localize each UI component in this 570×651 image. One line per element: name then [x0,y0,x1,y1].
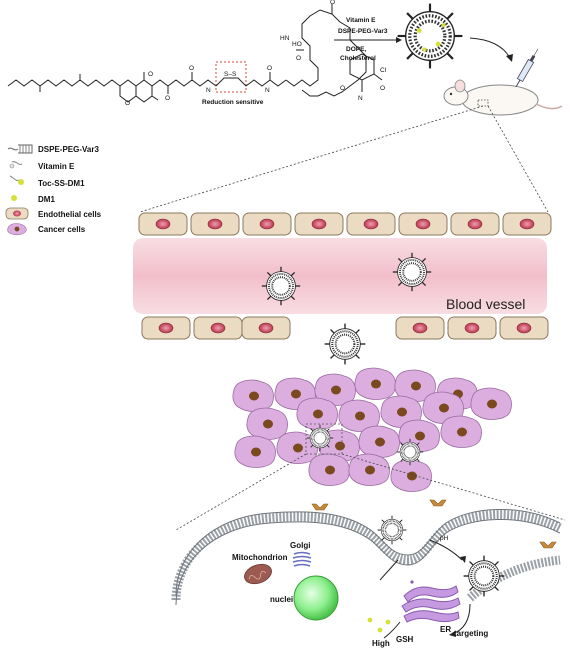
zoom-line-left [139,105,484,213]
reduction-sensitive-box [215,61,247,93]
legend-label-toc-ss-dm1: Toc-SS-DM1 [38,179,85,188]
formulated-nanoparticle [395,1,465,71]
ph-arrow [429,539,463,561]
nanoparticle-in-vessel-1 [260,265,302,307]
injection-arrow [469,37,511,59]
mitochondrion-label: Mitochondrion [232,553,288,562]
blood-vessel-label: Blood vessel [446,296,525,312]
endoplasmic-reticulum [401,585,461,623]
atom-o7: O [296,55,301,62]
uptake-arrow [379,559,399,581]
atom-hn: HN [280,35,290,42]
atom-cl: Cl [380,67,387,74]
dm1-core [285,9,367,97]
atom-n3: N [358,95,363,102]
atom-o3: O [189,65,194,72]
atom-n2: N [265,87,270,94]
atom-o9: O [380,85,385,92]
reagent-vitamin-e: Vitamin E [346,17,376,24]
mitochondrion [244,563,272,585]
legend-item-cancer: Cancer cells [7,223,86,236]
atom-o8: O [340,85,345,92]
legend-label-cancer: Cancer cells [38,225,86,234]
legend-item-endothelial: Endothelial cells [5,207,102,220]
legend-label-dspe: DSPE-PEG-Var3 [38,145,99,154]
golgi [292,551,312,567]
disulfide-label: S–S [224,71,237,78]
atom-o4: O [267,65,272,72]
legend-label-vitamin-e: Vitamin E [38,162,75,171]
atom-ho: HO [292,41,302,48]
atom-o6: O [330,0,335,6]
atom-o2: O [165,95,170,102]
chromane-ring-b [135,79,153,103]
receptor-3 [539,541,557,549]
legend-item-dm1: DM1 [11,195,55,204]
syringe-icon [515,48,539,88]
nuclei-label: nuclei [270,595,293,604]
receptors [311,499,557,549]
structure-atom-labels: O O O O O N N N O O O O HO HN Cl S–S Red… [125,0,387,107]
reduction-sensitive-label: Reduction sensitive [202,99,264,106]
phytyl-chain [7,79,121,87]
nanoparticle-intracellular [462,554,506,598]
formulation-arrowhead [396,37,402,43]
gsh-label: GSH [396,635,414,644]
atom-o5: O [125,100,130,107]
legend-item-toc-ss-dm1: Toc-SS-DM1 [9,175,85,188]
cell-zoom-line-left [175,453,307,531]
er-label: ER [440,625,451,634]
legend-label-dm1: DM1 [38,195,55,204]
disulfide-linker [215,77,287,87]
cell-zoom-line-right [341,453,566,521]
cell-membrane [171,509,563,606]
reagent-cholesterol: Cholesterol [340,55,376,62]
receptor-2 [429,499,447,507]
legend-item-vitamin-e: Vitamin E [9,161,75,171]
chromane-ring-a [119,79,137,103]
cell-zoom-box [305,423,343,455]
gsh-arrow [383,621,401,639]
nanoparticle-endocytosis [376,514,408,546]
atom-o1: O [148,71,153,78]
receptor-1 [311,503,329,511]
endothelial-layer-top [138,212,552,236]
ph-label: pH [440,535,449,542]
nucleus [293,575,339,621]
tumor-cells [232,367,513,492]
ester-linker [151,79,217,87]
mouse-illustration [443,79,563,116]
nanoparticle-in-vessel-2 [391,251,433,293]
nanoparticle-in-tumor-2 [396,438,424,466]
targeting-label: targeting [454,629,488,638]
zoom-line-right [487,105,549,213]
legend: DSPE-PEG-Var3 Vitamin E Toc-SS-DM1 DM1 E… [5,144,102,236]
legend-item-dspe: DSPE-PEG-Var3 [7,144,99,154]
dm1-release [367,617,391,633]
nanoparticle-in-tumor-1 [306,424,334,452]
formulation-step: Vitamin E DSPE-PEG-Var3 DOPE, Cholestero… [334,17,402,62]
reagent-dope: DOPE, [346,46,366,53]
legend-label-endothelial: Endothelial cells [38,210,102,219]
atom-n1: N [206,87,211,94]
high-label: High [372,639,390,648]
nanoparticle-extravasating [323,322,367,366]
golgi-label: Golgi [290,541,310,550]
blood-vessel-lumen [133,238,547,314]
toc-ss-dm1-structure [7,4,383,103]
reagent-dspe: DSPE-PEG-Var3 [338,28,388,35]
